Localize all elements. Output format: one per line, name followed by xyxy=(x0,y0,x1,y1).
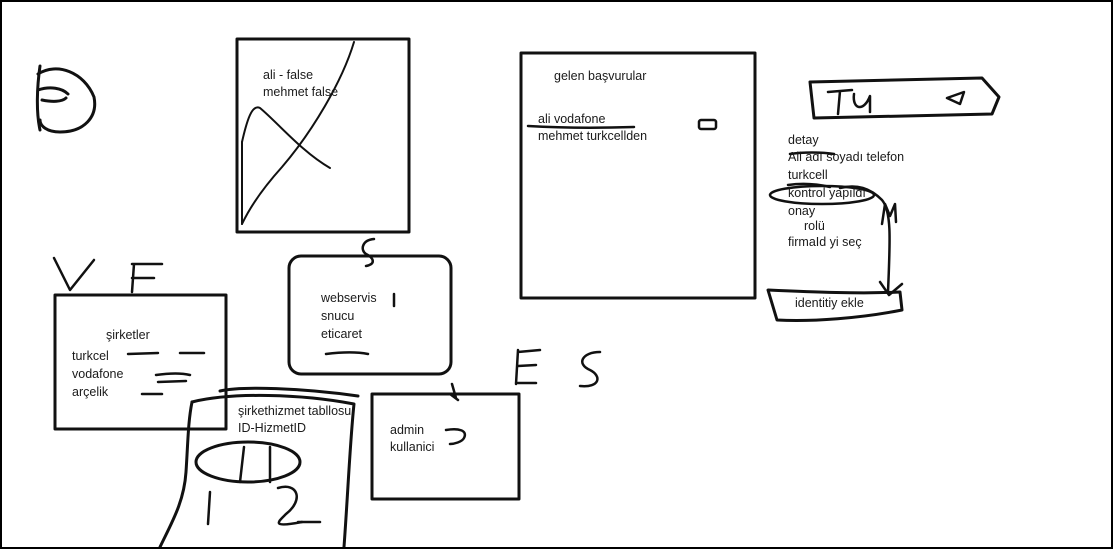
applications-title: gelen başvurular xyxy=(554,69,647,83)
company-item-2: vodafone xyxy=(72,367,124,381)
webservice-line-2: snucu xyxy=(321,309,355,323)
detail-line-7: firmaId yi seç xyxy=(788,235,862,249)
tu-shape-outline xyxy=(808,76,1001,120)
dash-vodafone xyxy=(154,372,192,377)
tu-letter-t xyxy=(826,88,854,116)
dash-vodafone-2 xyxy=(156,379,188,384)
box-scribble-curve xyxy=(241,106,331,169)
connector-arrow xyxy=(448,382,460,402)
roles-box xyxy=(370,392,521,501)
applications-box xyxy=(519,51,757,300)
bracket-doodle xyxy=(444,428,467,446)
db-table-line-2: ID-HizmetID xyxy=(238,421,307,435)
detail-line-5: onay xyxy=(788,204,816,218)
arrow-to-identity xyxy=(838,185,891,294)
underline-eticaret xyxy=(324,351,370,356)
underline-detay xyxy=(788,151,836,156)
m-letter-doodle xyxy=(880,202,898,226)
webservice-line-3: eticaret xyxy=(321,327,362,341)
companies-title: şirketler xyxy=(106,328,150,342)
login-line-1: ali - false xyxy=(263,68,314,82)
identity-button-label[interactable]: identitiy ekle xyxy=(795,296,864,310)
kontrol-oval xyxy=(768,184,876,206)
box-diagonal-scribble xyxy=(241,41,355,225)
arrow-head xyxy=(878,280,904,297)
s-letter-doodle xyxy=(361,237,376,268)
application-item-2: mehmet turkcellden xyxy=(538,129,648,143)
small-rect-doodle xyxy=(697,118,718,131)
f-letter-doodle xyxy=(130,262,164,294)
detail-line-1: detay xyxy=(788,133,819,147)
companies-box xyxy=(53,293,228,431)
company-item-1: turkcel xyxy=(72,349,109,363)
d-letter-doodle xyxy=(35,64,97,134)
webservice-box xyxy=(287,254,453,376)
identity-button-outline xyxy=(766,288,904,323)
roles-line-1: admin xyxy=(390,423,425,437)
detail-line-4: kontrol yapıldı xyxy=(788,186,866,200)
login-values-box xyxy=(235,37,411,234)
webservice-line-1: webservis xyxy=(321,291,377,305)
s2-letter-doodle xyxy=(578,350,602,388)
login-line-2: mehmet false xyxy=(263,85,339,99)
tu-arrow-doodle xyxy=(945,90,966,106)
company-item-3: arçelik xyxy=(72,385,109,399)
detail-line-3: turkcell xyxy=(788,168,828,182)
db-table-line-1: şirkethizmet tabllosu xyxy=(238,404,352,418)
underline-ali-vodafone xyxy=(526,124,636,129)
application-item-1: ali vodafone xyxy=(538,112,606,126)
detail-line-2: Ali adı soyadı telefon xyxy=(788,150,905,164)
e-letter-doodle xyxy=(514,348,542,386)
v-letter-doodle xyxy=(52,256,96,292)
roles-line-2: kullanici xyxy=(390,440,435,454)
database-cylinder-doodle xyxy=(158,386,360,547)
dash-turkcel-1 xyxy=(126,351,160,356)
detail-line-6: rolü xyxy=(804,219,825,233)
tu-letter-u xyxy=(852,92,872,114)
